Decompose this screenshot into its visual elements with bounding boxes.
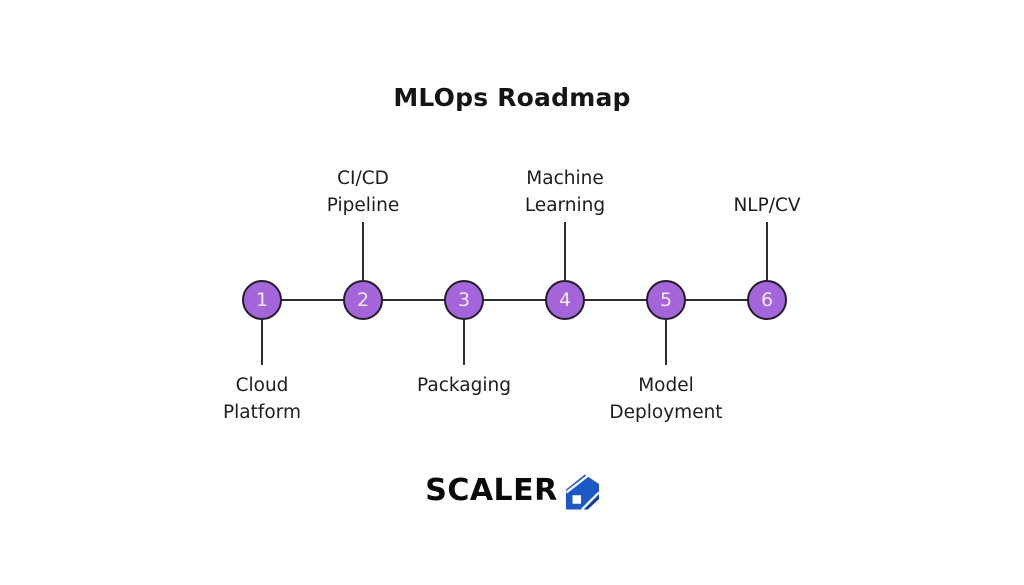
connector-stub xyxy=(665,320,667,365)
timeline-line xyxy=(262,299,767,301)
node-label-packaging: Packaging xyxy=(417,375,511,396)
node-label-cloud-platform: Cloud Platform xyxy=(222,375,302,423)
timeline-node-2: 2 xyxy=(343,280,383,320)
timeline-node-4: 4 xyxy=(545,280,585,320)
node-label-cicd-pipeline: CI/CD Pipeline xyxy=(326,168,400,216)
node-label-model-deployment: Model Deployment xyxy=(609,375,723,423)
scaler-wordmark: SCALER xyxy=(425,472,558,508)
node-label-nlp-cv: NLP/CV xyxy=(733,195,801,216)
timeline-node-1: 1 xyxy=(242,280,282,320)
node-number: 4 xyxy=(558,289,572,311)
node-number: 3 xyxy=(457,289,471,311)
connector-stub xyxy=(261,320,263,365)
scaler-logo: SCALER xyxy=(0,470,1024,510)
connector-stub xyxy=(362,222,364,280)
node-number: 1 xyxy=(255,289,269,311)
connector-stub xyxy=(766,222,768,280)
timeline-node-5: 5 xyxy=(646,280,686,320)
connector-stub xyxy=(564,222,566,280)
node-number: 2 xyxy=(356,289,370,311)
node-label-machine-learning: Machine Learning xyxy=(524,168,606,216)
scaler-cube-icon xyxy=(565,474,599,510)
node-number: 6 xyxy=(760,289,774,311)
diagram-title: MLOps Roadmap xyxy=(393,83,631,112)
timeline-node-3: 3 xyxy=(444,280,484,320)
timeline-node-6: 6 xyxy=(747,280,787,320)
connector-stub xyxy=(463,320,465,365)
node-number: 5 xyxy=(659,289,673,311)
